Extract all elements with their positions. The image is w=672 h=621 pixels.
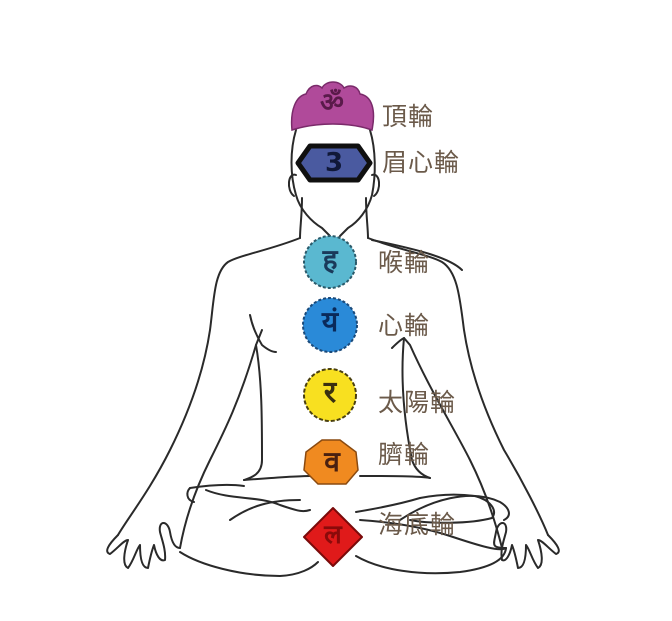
chakra-root-shape — [303, 507, 363, 567]
solar-plexus-symbol-icon: र — [323, 375, 337, 410]
label-sacral-chakra: 臍輪 — [378, 440, 431, 469]
root-symbol-icon: ल — [324, 520, 342, 550]
body-outline — [106, 129, 560, 577]
chakra-throat-shape — [303, 235, 357, 289]
heart-symbol-icon: यं — [321, 305, 339, 338]
label-third-eye-chakra: 眉心輪 — [382, 148, 461, 177]
label-crown-chakra: 頂輪 — [382, 102, 435, 131]
chakra-crown-shape — [290, 81, 375, 132]
crown-symbol-icon: ॐ — [320, 88, 344, 118]
chakra-solar-plexus-shape — [303, 368, 357, 422]
throat-symbol-icon: ह — [322, 243, 338, 276]
label-heart-chakra: 心輪 — [378, 311, 431, 340]
third-eye-symbol-icon: 3 — [324, 148, 344, 178]
sacral-symbol-icon: व — [324, 445, 340, 478]
label-throat-chakra: 喉輪 — [378, 248, 431, 277]
chakra-heart-shape — [302, 297, 358, 353]
chakra-sacral-shape — [303, 439, 359, 485]
label-root-chakra: 海底輪 — [378, 510, 457, 539]
chakra-third-eye-shape — [295, 143, 373, 183]
label-solar-plexus-chakra: 太陽輪 — [378, 388, 457, 417]
